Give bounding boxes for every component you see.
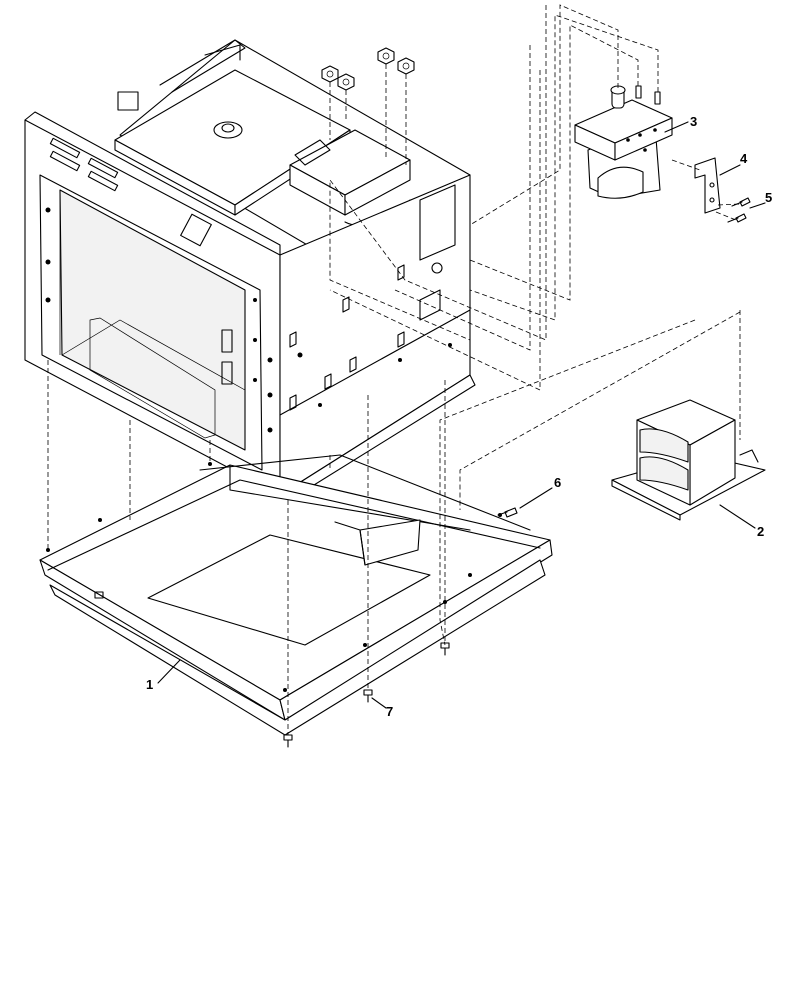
callout-2: 2 bbox=[719, 504, 764, 539]
base-tray bbox=[39, 454, 553, 736]
oven-chassis bbox=[24, 39, 476, 504]
top-nuts bbox=[321, 47, 415, 91]
assembly-lines bbox=[47, 4, 741, 735]
callout-4: 4 bbox=[719, 151, 748, 176]
bottom-screws bbox=[283, 642, 450, 748]
callout-6: 6 bbox=[519, 475, 561, 509]
callout-1: 1 bbox=[146, 659, 181, 692]
callout-label-6: 6 bbox=[554, 475, 561, 490]
callout-label-4: 4 bbox=[740, 151, 748, 166]
callout-label-2: 2 bbox=[757, 524, 764, 539]
screw-6 bbox=[497, 507, 518, 518]
callout-label-5: 5 bbox=[765, 190, 772, 205]
callout-3: 3 bbox=[664, 114, 697, 133]
screws-5 bbox=[727, 197, 751, 223]
callout-7: 7 bbox=[371, 697, 393, 719]
bracket bbox=[694, 157, 721, 214]
callout-label-7: 7 bbox=[386, 704, 393, 719]
magnetron bbox=[574, 85, 673, 199]
callout-label-3: 3 bbox=[690, 114, 697, 129]
callout-label-1: 1 bbox=[146, 677, 153, 692]
transformer bbox=[611, 399, 766, 521]
callout-5: 5 bbox=[749, 190, 772, 209]
screw-7 bbox=[363, 689, 373, 703]
